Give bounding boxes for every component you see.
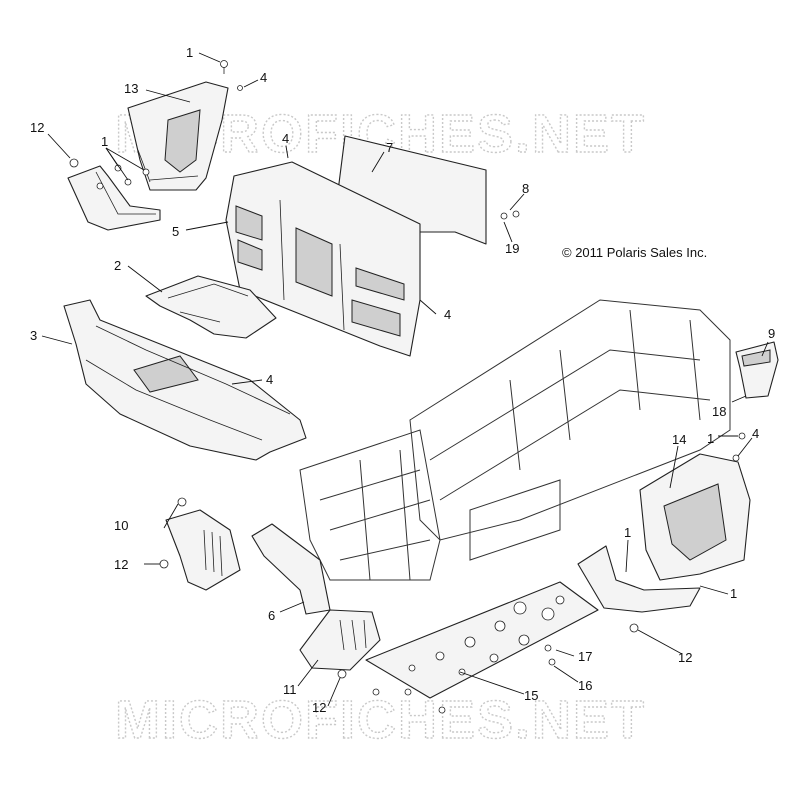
part-2-floor-tray [145,275,277,339]
callout-4: 4 [266,372,273,387]
part-14-right-panel [639,453,751,581]
callout-12: 12 [678,650,692,665]
callout-18: 18 [712,404,726,419]
part-5-bulkhead [225,161,421,357]
callout-4: 4 [444,307,451,322]
callout-14: 14 [672,432,686,447]
callout-8: 8 [522,181,529,196]
callout-12: 12 [312,700,326,715]
part-15-skid-plate [365,581,599,699]
callout-13: 13 [124,81,138,96]
callout-1: 1 [707,431,714,446]
callout-1: 1 [730,586,737,601]
callout-6: 6 [268,608,275,623]
part-9-bin [735,341,779,399]
callout-4: 4 [282,131,289,146]
vehicle-frame [299,299,731,581]
callout-4: 4 [752,426,759,441]
callout-15: 15 [524,688,538,703]
leader-lines [41,52,769,707]
callout-12: 12 [114,557,128,572]
callout-11: 11 [283,682,297,697]
callout-1: 1 [186,45,193,60]
callout-12: 12 [30,120,44,135]
part-13-side-panel [127,81,229,191]
callout-16: 16 [578,678,592,693]
callout-5: 5 [172,224,179,239]
copyright-text: © 2011 Polaris Sales Inc. [562,245,707,260]
part-3-floor-pan [63,299,307,461]
callout-1: 1 [101,134,108,149]
callout-19: 19 [505,241,519,256]
fasteners-misc [159,210,746,714]
callout-4: 4 [260,70,267,85]
part-6-duct [251,523,331,615]
callout-2: 2 [114,258,121,273]
part-right-lower-guard [577,545,701,613]
callout-1: 1 [624,525,631,540]
fastener-group-1 [69,60,243,190]
part-10-bracket [165,509,241,591]
callout-10: 10 [114,518,128,533]
callout-9: 9 [768,326,775,341]
callout-3: 3 [30,328,37,343]
callout-labels: 1 4 13 12 1 4 7 5 8 19 2 3 4 4 9 18 14 1… [30,45,775,715]
callout-7: 7 [386,140,393,155]
callout-17: 17 [578,649,592,664]
watermark-bottom: MICROFICHES.NET [115,690,646,750]
